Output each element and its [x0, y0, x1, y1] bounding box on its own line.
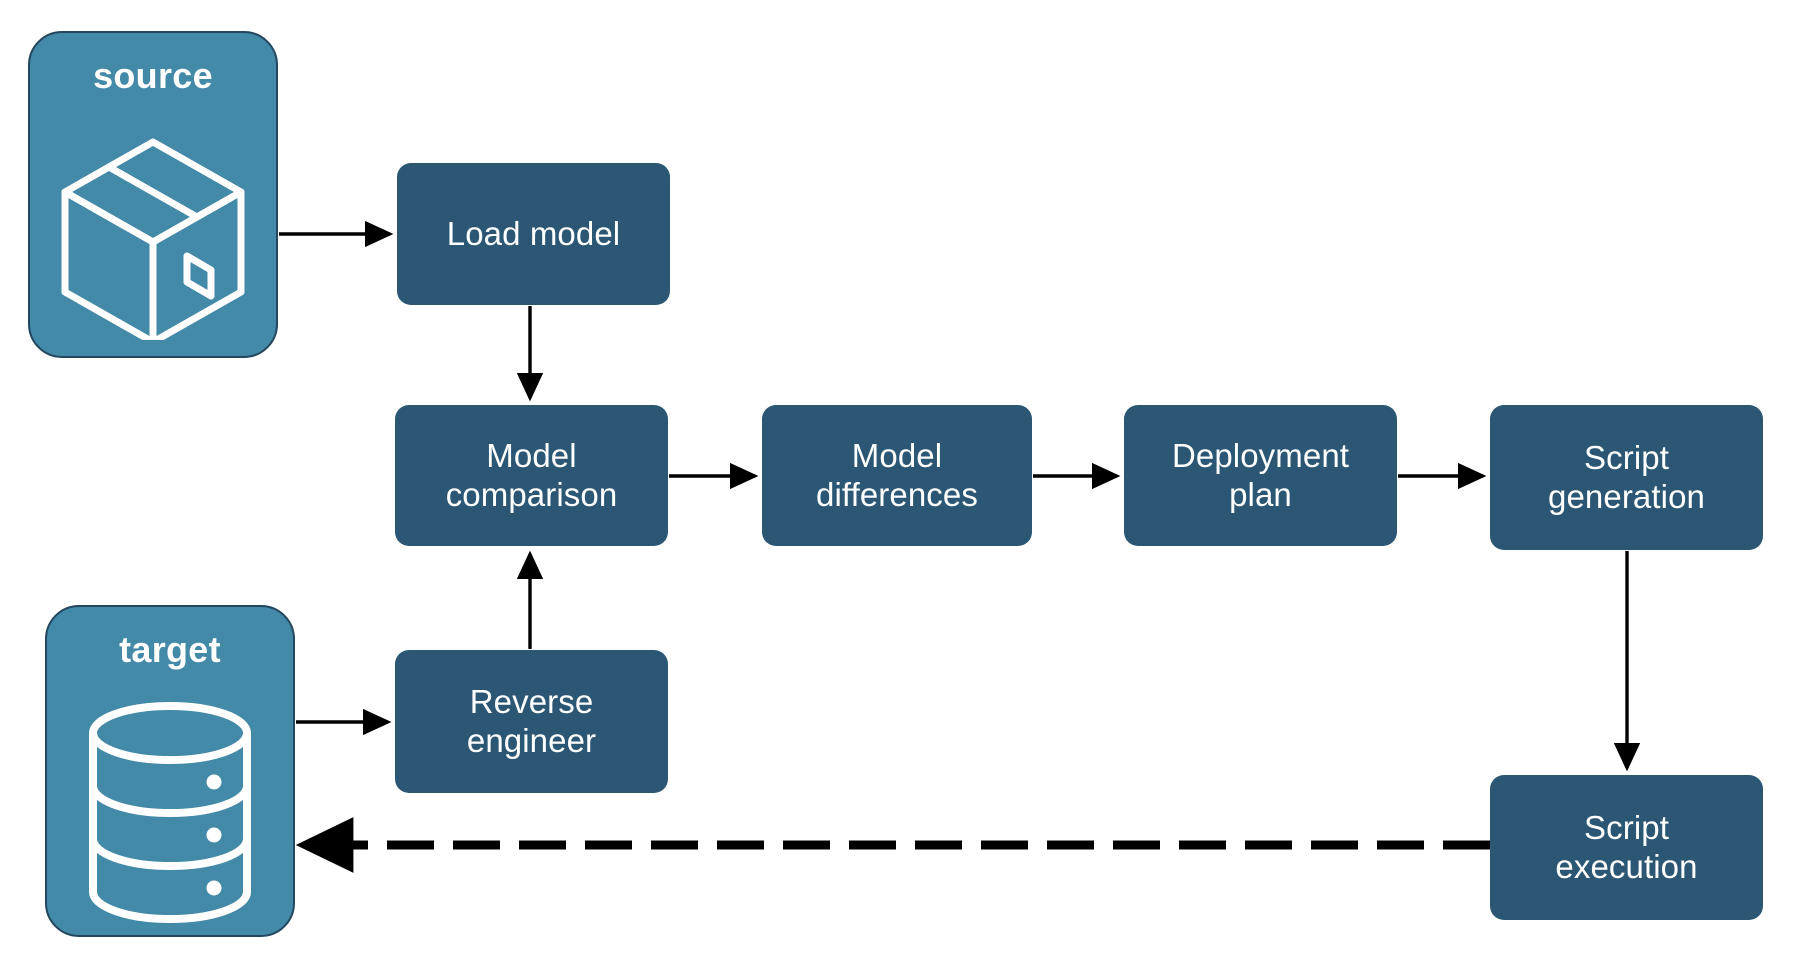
package-box-icon: [53, 111, 253, 346]
endpoint-target[interactable]: target: [45, 605, 295, 937]
process-script-execution[interactable]: Script execution: [1490, 775, 1763, 920]
endpoint-source-label: source: [93, 55, 213, 96]
endpoint-target-label: target: [119, 629, 221, 670]
process-model-comparison[interactable]: Model comparison: [395, 405, 668, 546]
process-script-generation[interactable]: Script generation: [1490, 405, 1763, 550]
process-model-differences[interactable]: Model differences: [762, 405, 1032, 546]
process-deployment-plan[interactable]: Deployment plan: [1124, 405, 1397, 546]
process-load-model[interactable]: Load model: [397, 163, 670, 305]
process-reverse-engineer[interactable]: Reverse engineer: [395, 650, 668, 793]
endpoint-source[interactable]: source: [28, 31, 278, 358]
database-cylinder-icon: [85, 681, 255, 931]
